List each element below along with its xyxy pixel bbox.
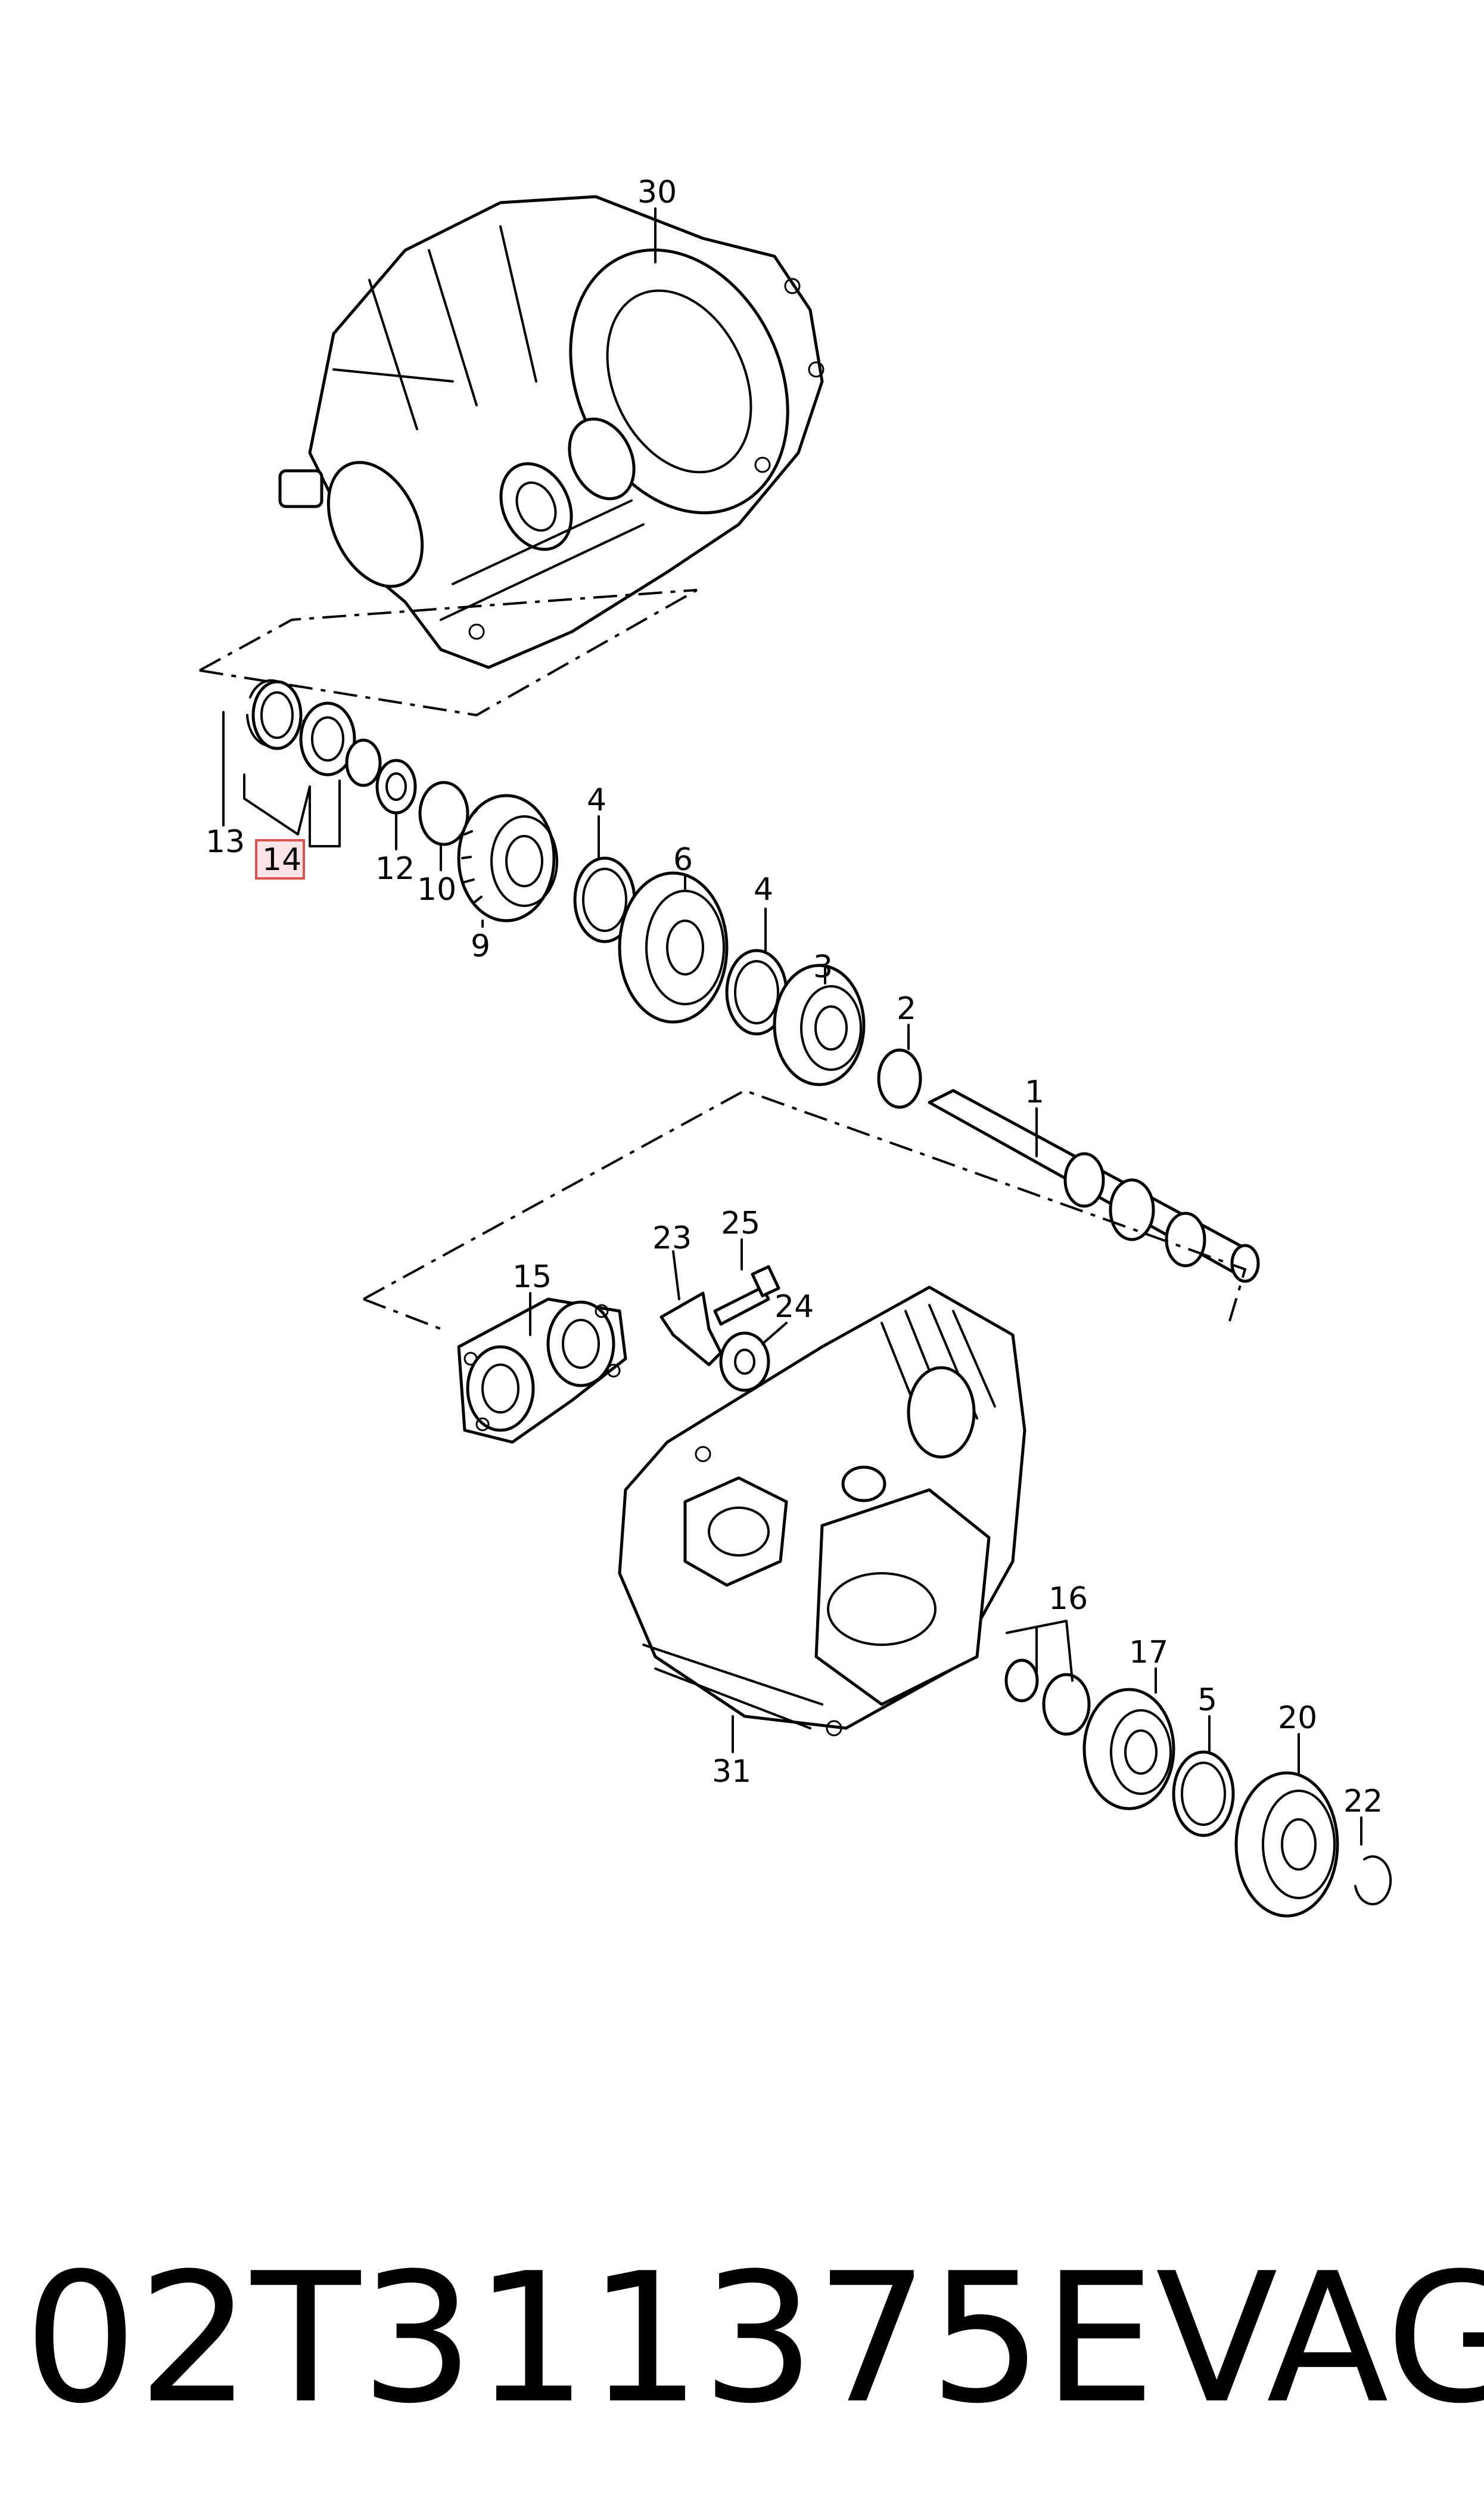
callout-labels: 30 13 14 12 10 9 4 6 4 3 2 1 25 15 23 24…: [206, 175, 1383, 1819]
callout-31: 31: [712, 1754, 751, 1790]
input-shaft-1: [928, 1089, 1260, 1283]
pinion-24: [719, 1331, 770, 1392]
assembly-outline-lower: [363, 1089, 1247, 1330]
callout-2: 2: [897, 991, 916, 1027]
assembly-outline-upper: [199, 589, 698, 717]
callout-22: 22: [1343, 1784, 1383, 1819]
callout-10: 10: [417, 872, 456, 908]
callout-16: 16: [1049, 1581, 1088, 1617]
callout-30: 30: [637, 175, 677, 210]
callout-1: 1: [1025, 1074, 1044, 1110]
needle-bearing-10: [418, 781, 469, 846]
callout-17: 17: [1129, 1635, 1168, 1670]
callout-12: 12: [375, 851, 415, 887]
synchro-hub-6: [618, 871, 729, 1024]
bolt-25: [713, 1265, 780, 1326]
callout-9: 9: [471, 928, 490, 964]
callout-15: 15: [512, 1259, 552, 1295]
circlip-22: [1354, 1855, 1392, 1906]
callout-25: 25: [721, 1206, 760, 1241]
part-number-footer: 02T311375E VAG: [24, 2235, 1484, 2443]
transmission-housing-30: [278, 195, 825, 669]
washer-12: [375, 759, 417, 815]
callout-3: 3: [813, 949, 833, 985]
synchro-hub-20: [1234, 1771, 1339, 1918]
callout-13: 13: [206, 824, 245, 860]
callout-24: 24: [774, 1289, 814, 1325]
needle-bearing-2: [877, 1048, 922, 1109]
part-number: 02T311375E: [24, 2235, 1156, 2443]
callout-4a: 4: [587, 782, 606, 818]
needle-bearing-14b: [299, 701, 356, 776]
needle-bearing-16b: [1042, 1673, 1091, 1736]
callout-20: 20: [1278, 1700, 1317, 1736]
brand-name: VAG: [1155, 2235, 1484, 2443]
callout-4b: 4: [754, 872, 773, 908]
highlight-box-14: [255, 839, 305, 880]
gear-9: [457, 794, 558, 923]
gear-17: [1082, 1688, 1175, 1810]
cover-plate-15: [457, 1297, 627, 1444]
gearbox-housing-31: [618, 1285, 1026, 1737]
sleeve-14c: [345, 738, 382, 787]
gear-3: [773, 964, 866, 1086]
callout-6: 6: [673, 842, 693, 878]
shaft-parts-upper: [246, 679, 1260, 1283]
callout-14: 14: [262, 842, 301, 878]
selector-lever-23: [659, 1291, 723, 1366]
callout-5: 5: [1197, 1682, 1217, 1718]
callout-23: 23: [652, 1220, 692, 1256]
sleeve-16a: [1004, 1658, 1039, 1703]
output-parts-lower: [1004, 1658, 1392, 1918]
leader-lines: [222, 207, 1362, 1846]
